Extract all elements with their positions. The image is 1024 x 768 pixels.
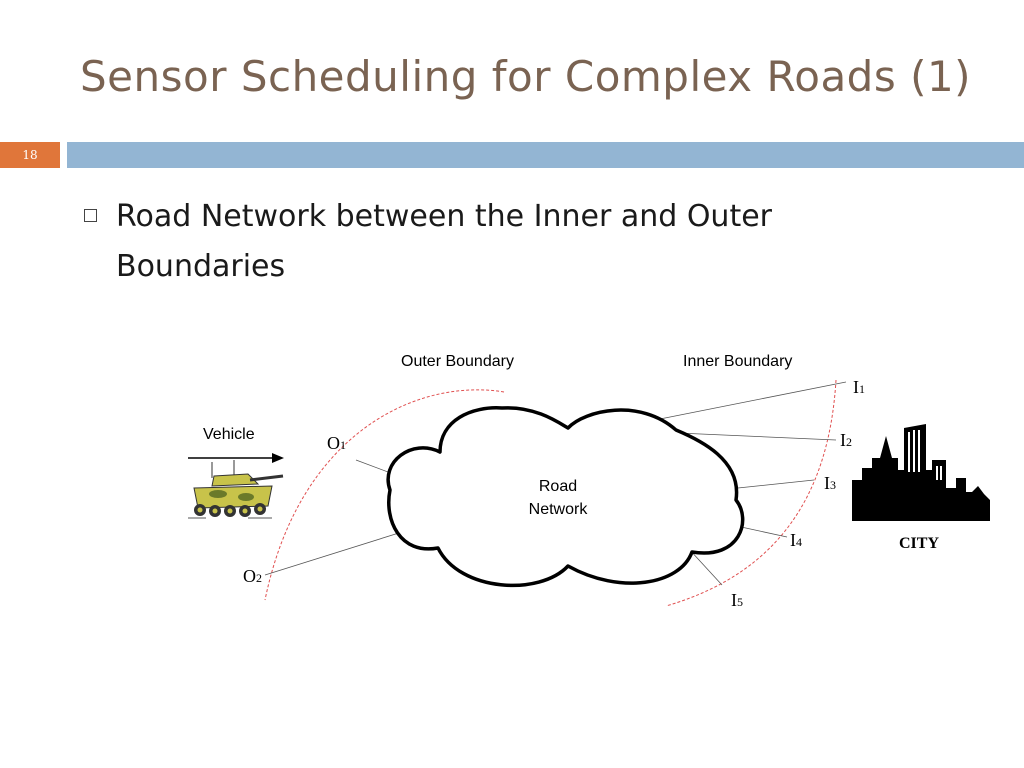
outer-boundary-label: Outer Boundary bbox=[401, 353, 514, 370]
link-i3 bbox=[737, 479, 815, 489]
node-i1: I1 bbox=[853, 377, 865, 397]
network-label-line1: Road bbox=[539, 478, 577, 495]
node-i3: I3 bbox=[824, 473, 836, 493]
vehicle-arrow-icon bbox=[188, 453, 284, 463]
bullet-square-icon bbox=[84, 209, 97, 222]
inner-boundary-label: Inner Boundary bbox=[683, 353, 792, 370]
node-i5: I5 bbox=[731, 590, 743, 610]
link-i5 bbox=[687, 547, 723, 586]
node-i2: I2 bbox=[840, 430, 852, 450]
bullet-text: Road Network between the Inner and Outer… bbox=[116, 199, 773, 284]
city-label: CITY bbox=[899, 535, 939, 552]
node-o2: O2 bbox=[243, 566, 262, 586]
tank-icon bbox=[188, 460, 284, 519]
outer-boundary-arc bbox=[264, 389, 505, 601]
network-label-line2: Network bbox=[529, 501, 589, 518]
road-network-cloud bbox=[386, 406, 745, 588]
inner-boundary-arc bbox=[665, 379, 837, 607]
vehicle-label: Vehicle bbox=[203, 426, 255, 443]
city-skyline-icon bbox=[852, 424, 990, 521]
link-o2 bbox=[264, 531, 403, 576]
link-i2 bbox=[677, 432, 837, 441]
slide-title: Sensor Scheduling for Complex Roads (1) bbox=[80, 52, 972, 101]
slide-number: 18 bbox=[0, 142, 60, 168]
link-i1 bbox=[654, 381, 847, 421]
title-divider-bar bbox=[67, 142, 1024, 168]
node-i4: I4 bbox=[790, 530, 802, 550]
node-o1: O1 bbox=[327, 433, 346, 453]
